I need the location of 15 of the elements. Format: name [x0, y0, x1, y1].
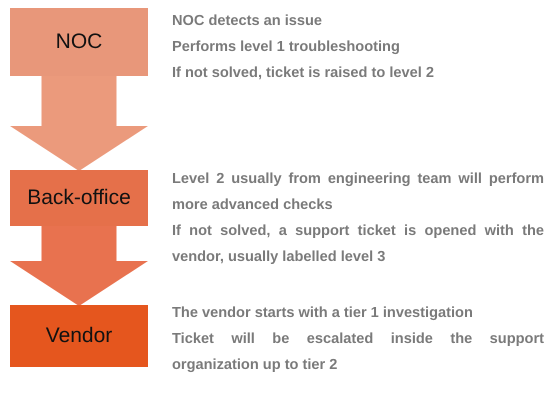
description-text: If not solved, ticket is raised to level 2: [172, 64, 435, 83]
description-text: Performs level 1 troubleshooting: [172, 38, 401, 57]
arrow: [10, 226, 148, 306]
description-text: Ticket will be escalated inside the support organization up to tier 2: [172, 330, 544, 375]
arrow: [10, 76, 148, 171]
node-label: Back-office: [27, 186, 131, 210]
description-text: If not solved, a support ticket is opened with the vendor, usually labelled level 3: [172, 222, 544, 267]
description-text: The vendor starts with a tier 1 investigation: [172, 304, 474, 323]
node-label: Vendor: [46, 324, 112, 348]
description-text: Level 2 usually from engineering team will perform more advanced checks: [172, 170, 544, 215]
process-box: [10, 8, 148, 76]
node-label: NOC: [56, 30, 102, 54]
process-box: [10, 305, 148, 367]
process-box: [10, 170, 148, 226]
description-text: NOC detects an issue: [172, 12, 324, 31]
